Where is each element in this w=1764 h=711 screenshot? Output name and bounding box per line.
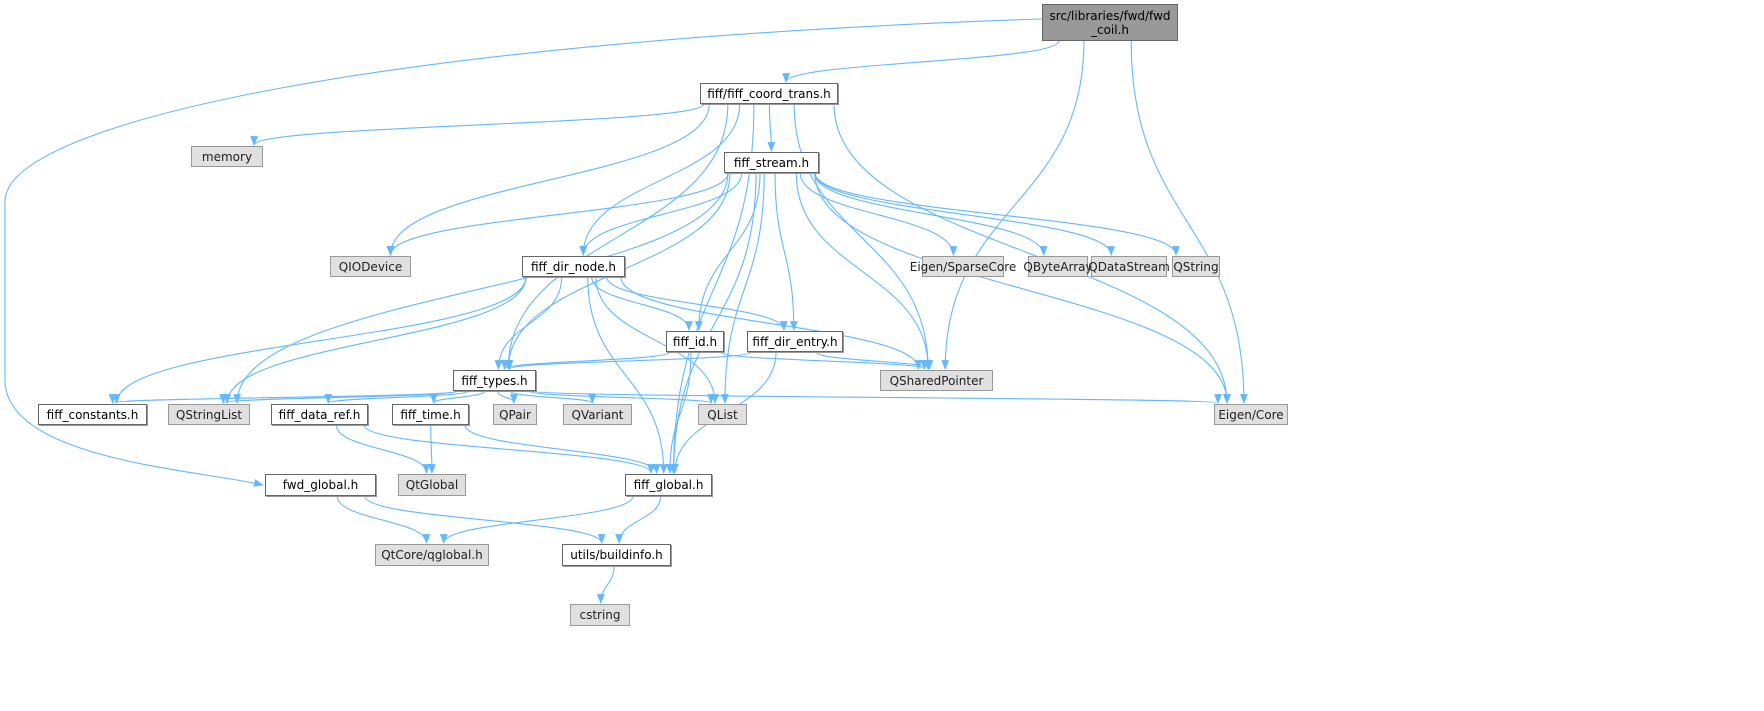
graph-node-qstringlist[interactable]: QStringList <box>168 404 250 425</box>
edge-fiff_dir_entry-to-qsharedpointer <box>815 351 934 370</box>
edge-fiff_stream-to-sparsecore <box>799 172 958 256</box>
edge-fwd_global-to-buildinfo <box>364 495 606 544</box>
edge-fiff_stream-to-fiff_dir_entry <box>774 172 798 331</box>
graph-node-qsharedpointer[interactable]: QSharedPointer <box>880 370 993 391</box>
graph-node-qstring[interactable]: QString <box>1172 256 1220 277</box>
graph-node-coord-trans[interactable]: fiff/fiff_coord_trans.h <box>700 83 838 104</box>
graph-node-fiff-constants[interactable]: fiff_constants.h <box>38 404 147 425</box>
edge-fiff_stream-to-eigencore <box>814 172 1231 404</box>
edge-fiff_stream-to-fiff_id <box>694 172 761 331</box>
graph-node-fiff-global[interactable]: fiff_global.h <box>625 474 712 496</box>
graph-node-fiff-dir-entry[interactable]: fiff_dir_entry.h <box>747 331 843 352</box>
graph-node-qlist[interactable]: QList <box>698 404 747 425</box>
edge-fiff_types-to-fiff_time <box>429 390 486 404</box>
graph-node-sparsecore[interactable]: Eigen/SparseCore <box>910 256 1016 277</box>
edge-coord_trans-to-fiff_types <box>504 103 729 370</box>
edge-fiff_stream-to-fiff_dir_node <box>579 172 743 256</box>
edge-coord_trans-to-memory <box>250 103 705 146</box>
graph-node-root[interactable]: src/libraries/fwd/fwd _coil.h <box>1042 4 1178 41</box>
edge-fwd_global-to-qglobal <box>336 495 431 544</box>
edge-fiff_types-to-qlist <box>528 390 715 404</box>
edge-fiff_types-to-qvariant <box>509 390 597 404</box>
edge-fiff_types-to-qstringlist <box>219 390 458 404</box>
edge-root-to-fwd_global <box>4 18 1043 487</box>
edge-fiff_time-to-qtglobal <box>427 424 436 474</box>
edge-root-to-eigencore <box>1130 40 1248 404</box>
graph-node-fiff-dir-node[interactable]: fiff_dir_node.h <box>522 256 625 277</box>
graph-node-eigencore[interactable]: Eigen/Core <box>1214 404 1288 425</box>
edge-fiff_data_ref-to-qtglobal <box>335 424 431 474</box>
edge-fiff_stream-to-qiodevice <box>386 172 729 256</box>
edge-fiff_id-to-qsharedpointer <box>719 351 929 370</box>
edge-coord_trans-to-qsharedpointer <box>793 103 933 370</box>
graph-node-qiodevice[interactable]: QIODevice <box>330 256 411 277</box>
edge-fiff_time-to-fiff_global <box>464 424 661 474</box>
edge-coord_trans-to-fiff_stream <box>767 103 776 152</box>
graph-node-fiff-stream[interactable]: fiff_stream.h <box>724 152 819 173</box>
edge-fiff_types-to-fiff_data_ref <box>324 390 469 404</box>
edge-fiff_global-to-buildinfo <box>615 495 662 544</box>
graph-node-fiff-types[interactable]: fiff_types.h <box>453 370 536 391</box>
edge-fiff_dir_node-to-fiff_dir_entry <box>606 276 788 331</box>
edge-coord_trans-to-qiodevice <box>386 103 710 256</box>
edge-fiff_dir_node-to-fiff_global <box>587 276 668 474</box>
graph-node-qbytearray[interactable]: QByteArray <box>1023 256 1093 277</box>
edge-fiff_global-to-qglobal <box>439 495 634 544</box>
graph-node-cstring[interactable]: cstring <box>570 604 630 626</box>
edge-fiff_id-to-fiff_global <box>665 351 692 474</box>
edge-fiff_stream-to-qdatastream <box>814 172 1116 256</box>
edge-buildinfo-to-cstring <box>596 565 615 604</box>
graph-node-qdatastream[interactable]: QDataStream <box>1088 256 1170 277</box>
graph-node-qglobal[interactable]: QtCore/qglobal.h <box>375 544 489 566</box>
graph-node-qpair[interactable]: QPair <box>493 404 537 425</box>
graph-node-buildinfo[interactable]: utils/buildinfo.h <box>562 544 671 566</box>
edge-root-to-qsharedpointer <box>941 40 1085 370</box>
edge-fiff_stream-to-qstring <box>814 172 1180 256</box>
edge-fiff_stream-to-qsharedpointer <box>795 172 933 370</box>
edge-coord_trans-to-fiff_dir_node <box>579 103 741 256</box>
edge-fiff_dir_node-to-fiff_constants <box>112 276 527 404</box>
graph-node-fiff-time[interactable]: fiff_time.h <box>392 404 469 425</box>
edge-fiff_stream-to-qbytearray <box>813 172 1048 256</box>
edge-fiff_dir_node-to-fiff_id <box>591 276 693 331</box>
edge-fiff_dir_node-to-qsharedpointer <box>620 276 923 370</box>
graph-node-memory[interactable]: memory <box>191 146 263 167</box>
graph-node-fiff-id[interactable]: fiff_id.h <box>666 331 724 352</box>
graph-node-fwd-global[interactable]: fwd_global.h <box>265 474 376 496</box>
edge-fiff_types-to-qpair <box>497 390 518 404</box>
edge-fiff_dir_node-to-qlist <box>595 276 719 404</box>
edge-fiff_stream-to-qlist <box>720 172 765 404</box>
graph-node-qvariant[interactable]: QVariant <box>563 404 632 425</box>
graph-node-fiff-data-ref[interactable]: fiff_data_ref.h <box>271 404 368 425</box>
edge-fiff_types-to-eigencore <box>531 390 1221 404</box>
edge-fiff_dir_node-to-fiff_types <box>494 276 563 370</box>
graph-node-qtglobal[interactable]: QtGlobal <box>398 474 466 496</box>
edge-fiff_data_ref-to-fiff_global <box>363 424 655 474</box>
edge-fiff_dir_entry-to-fiff_types <box>505 351 752 370</box>
edge-coord_trans-to-eigencore <box>833 103 1231 404</box>
edge-root-to-coord_trans <box>782 40 1060 83</box>
edge-fiff_stream-to-qstringlist <box>233 172 729 404</box>
edge-fiff_dir_node-to-qstringlist <box>223 276 527 404</box>
